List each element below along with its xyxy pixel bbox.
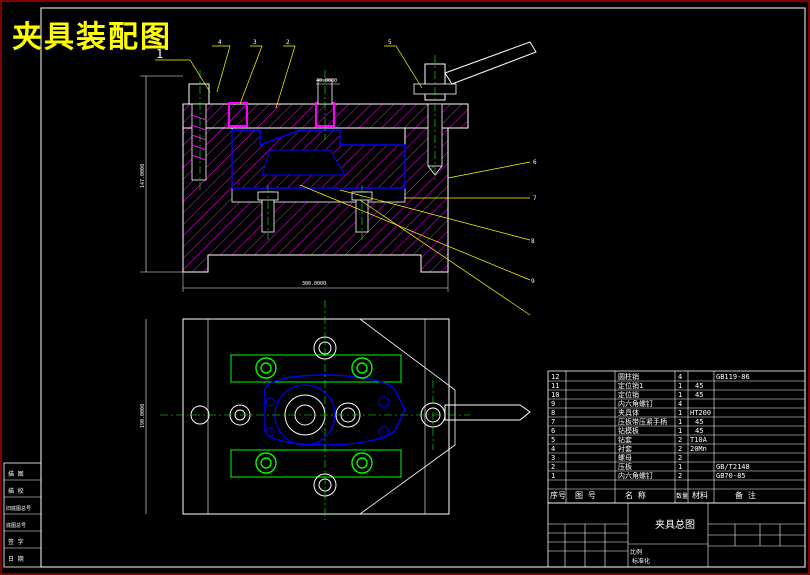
- dim-height: 147.0000: [140, 164, 146, 188]
- svg-text:1: 1: [678, 409, 682, 417]
- svg-text:12: 12: [551, 373, 559, 381]
- left-bolt-head: [188, 83, 210, 105]
- svg-text:4: 4: [678, 373, 682, 381]
- plan-handle: [444, 404, 531, 421]
- svg-text:内六角螺钉: 内六角螺钉: [618, 471, 653, 480]
- svg-text:序号: 序号: [550, 490, 566, 500]
- leader-lines: [155, 45, 531, 316]
- svg-text:GB/T2148: GB/T2148: [716, 463, 750, 471]
- strip-label: 日 期: [8, 555, 24, 563]
- svg-text:数量: 数量: [676, 492, 688, 500]
- svg-text:夹具体: 夹具体: [618, 408, 639, 417]
- dim-plan-height: 190.0000: [140, 404, 146, 428]
- svg-text:GB119-86: GB119-86: [716, 373, 750, 381]
- svg-text:1: 1: [678, 391, 682, 399]
- strip-label: 描 图: [8, 470, 24, 478]
- balloon-label: 6: [533, 159, 537, 166]
- title-block: 夹具总图 比例 标准化: [547, 502, 806, 568]
- svg-text:10: 10: [551, 391, 559, 399]
- svg-text:压板带压紧手柄: 压板带压紧手柄: [618, 417, 667, 426]
- svg-text:2: 2: [678, 454, 682, 462]
- plate-bottom: [230, 449, 402, 478]
- svg-text:45: 45: [695, 427, 703, 435]
- svg-text:1: 1: [678, 418, 682, 426]
- dim-base-width: 300.0000: [302, 281, 326, 287]
- svg-text:GB70-85: GB70-85: [716, 472, 746, 480]
- balloon-label: 1: [156, 47, 163, 61]
- dim-top-width: 40.0000: [316, 78, 337, 84]
- svg-text:螺母: 螺母: [618, 453, 632, 462]
- svg-text:名 称: 名 称: [625, 490, 646, 500]
- svg-text:钻套: 钻套: [618, 435, 632, 444]
- scale-label: 比例: [630, 548, 642, 556]
- svg-text:5: 5: [551, 436, 555, 444]
- svg-text:钻模板: 钻模板: [618, 426, 639, 435]
- svg-text:压板: 压板: [618, 462, 632, 471]
- left-strip: 描 图 描 校 旧底图总号 底图总号 签 字 日 期: [3, 462, 42, 568]
- svg-text:45: 45: [695, 391, 703, 399]
- svg-text:8: 8: [551, 409, 555, 417]
- page-title: 夹具装配图: [12, 20, 172, 55]
- svg-text:2: 2: [678, 445, 682, 453]
- drawing-name: 夹具总图: [655, 518, 695, 531]
- svg-text:20Mn: 20Mn: [690, 445, 707, 453]
- drill-plate: [182, 103, 469, 129]
- strip-label: 旧底图总号: [6, 505, 31, 512]
- svg-text:2: 2: [551, 463, 555, 471]
- svg-text:内六角螺钉: 内六角螺钉: [618, 399, 653, 408]
- plan-workpiece: [264, 374, 406, 446]
- strip-label: 描 校: [8, 487, 24, 495]
- balloon-label: 2: [286, 39, 290, 46]
- svg-text:2: 2: [678, 472, 682, 480]
- svg-text:3: 3: [551, 454, 555, 462]
- strip-label: 签 字: [8, 538, 24, 546]
- plan-view: 190.0000: [140, 300, 531, 520]
- balloon-label: 5: [388, 39, 392, 46]
- svg-text:45: 45: [695, 418, 703, 426]
- svg-text:T10A: T10A: [690, 436, 708, 444]
- front-section-view: 147.0000 300.0000 40.0000 1 4 3 2 5 6 7 …: [140, 39, 537, 316]
- plan-body: [182, 318, 450, 515]
- svg-text:11: 11: [551, 382, 559, 390]
- clamp-handle: [444, 41, 537, 85]
- svg-text:定位销1: 定位销1: [618, 381, 643, 390]
- svg-text:1: 1: [678, 427, 682, 435]
- svg-text:备 注: 备 注: [735, 490, 756, 500]
- svg-text:衬套: 衬套: [618, 444, 632, 453]
- svg-text:4: 4: [551, 445, 555, 453]
- svg-text:定位销: 定位销: [618, 390, 639, 399]
- svg-text:9: 9: [551, 400, 555, 408]
- sheet-label: 标准化: [632, 557, 650, 565]
- balloon-label: 7: [533, 195, 537, 202]
- strip-label: 底图总号: [6, 522, 26, 529]
- svg-text:2: 2: [678, 436, 682, 444]
- balloon-label: 3: [253, 39, 257, 46]
- bushing-left: [228, 102, 248, 127]
- svg-text:材料: 材料: [692, 490, 708, 500]
- svg-text:图 号: 图 号: [575, 491, 596, 500]
- svg-text:圆柱销: 圆柱销: [618, 372, 639, 381]
- svg-text:1: 1: [551, 472, 555, 480]
- balloon-label: 4: [218, 39, 222, 46]
- svg-text:6: 6: [551, 427, 555, 435]
- svg-text:7: 7: [551, 418, 555, 426]
- svg-text:1: 1: [678, 382, 682, 390]
- inner-border: [40, 7, 806, 568]
- balloon-label: 9: [531, 278, 535, 285]
- svg-text:HT200: HT200: [690, 409, 711, 417]
- svg-text:45: 45: [695, 382, 703, 390]
- svg-text:1: 1: [678, 463, 682, 471]
- balloon-label: 8: [531, 238, 535, 245]
- svg-text:4: 4: [678, 400, 682, 408]
